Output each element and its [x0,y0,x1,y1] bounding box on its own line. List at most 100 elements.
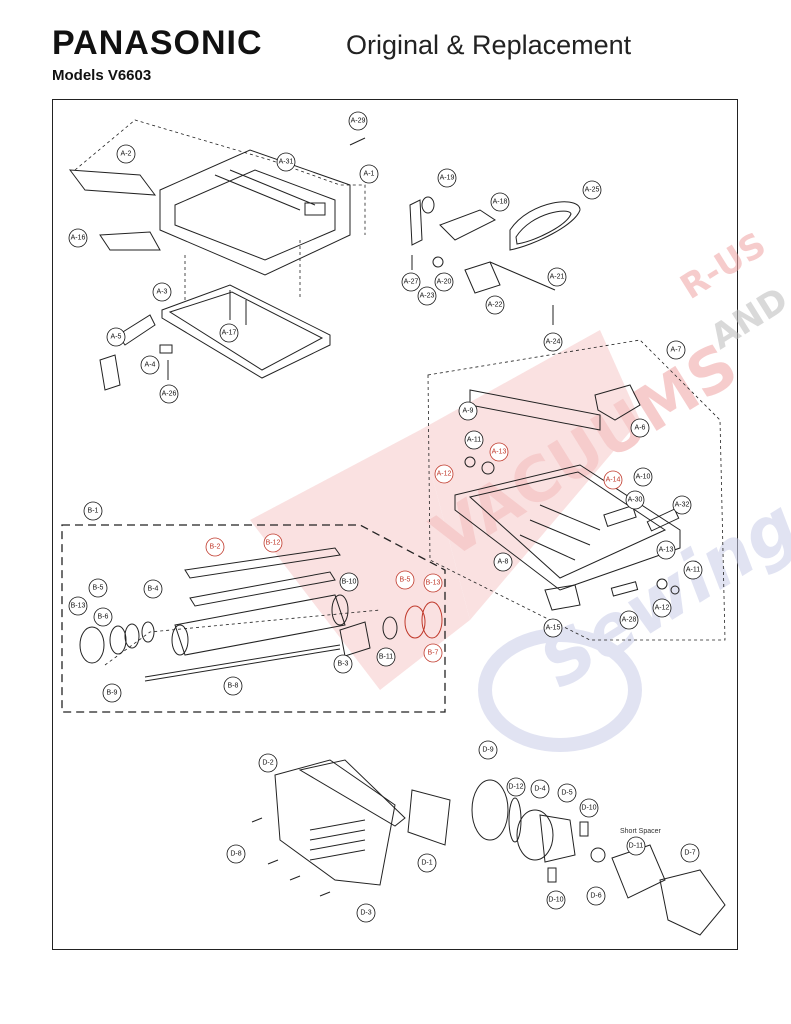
a32-pad-part [646,508,680,532]
callout-bubble [680,843,700,863]
top-cover-part [159,149,351,276]
a23-spring-part [432,256,444,268]
d2-seal-strip [298,759,406,827]
callout-b-12: B-12 [263,533,283,553]
callout-a-18: A-18 [490,192,510,212]
callout-label: B-3 [338,661,349,668]
callout-a-26: A-26 [159,384,179,404]
a29-pin-part [349,137,366,146]
callout-label: B-12 [266,540,281,547]
callout-bubble [140,355,160,375]
callout-a-12b: A-12 [652,598,672,618]
callout-label: A-13 [659,547,674,554]
callout-label: A-14 [606,477,621,484]
callout-bubble [417,286,437,306]
callout-bubble [423,643,443,663]
callout-b-2: B-2 [205,537,225,557]
callout-bubble [152,282,172,302]
a21-rod-part [489,261,556,291]
callout-a-27: A-27 [401,272,421,292]
b13-end-cap-right [421,601,443,639]
callout-bubble [417,853,437,873]
callout-label: D-12 [508,784,523,791]
callout-label: A-10 [636,474,651,481]
callout-bubble [485,295,505,315]
callout-bubble [93,607,113,627]
a11-screw-right [670,585,680,595]
callout-bubble [603,470,623,490]
callout-label: D-3 [360,910,371,917]
short-spacer-note: Short Spacer [620,828,662,835]
callout-a-5: A-5 [106,327,126,347]
callout-label: B-5 [93,585,104,592]
a3-bumper-part [161,284,331,379]
a8-slots [519,504,601,561]
callout-label: A-11 [467,437,481,444]
callout-bubble [506,777,526,797]
callout-d-9: D-9 [478,740,498,760]
callout-a-1: A-1 [359,164,379,184]
callout-label: D-7 [684,850,695,857]
callout-bubble [490,192,510,212]
callout-label: B-4 [148,586,159,593]
callout-d-10: D-10 [579,798,599,818]
d3-grille-lines [309,819,366,861]
callout-label: A-21 [550,274,565,281]
callout-bubble [493,552,513,572]
callout-a-31: A-31 [276,152,296,172]
callout-label: B-1 [88,508,99,515]
callout-label: A-15 [546,625,561,632]
callout-b-4: B-4 [143,579,163,599]
callout-bubble [83,501,103,521]
callout-a-9: A-9 [458,401,478,421]
callout-bubble [546,890,566,910]
callout-bubble [88,578,108,598]
callout-label: D-6 [590,893,601,900]
callout-label: A-20 [437,279,452,286]
b8-shaft-part [144,644,341,678]
b2-bristle-upper [184,547,341,579]
callout-bubble [395,570,415,590]
callout-label: A-26 [162,391,177,398]
callout-d-8: D-8 [226,844,246,864]
callout-d-3: D-3 [356,903,376,923]
callout-bubble [348,111,368,131]
switch-part [304,202,326,216]
callout-label: B-2 [210,544,221,551]
callout-b-8: B-8 [223,676,243,696]
callout-bubble [434,464,454,484]
callout-label: D-10 [581,805,596,812]
callout-a-17: A-17 [219,323,239,343]
callout-a-19: A-19 [437,168,457,188]
callout-label: A-4 [145,362,156,369]
d8-screw-3 [289,875,301,881]
callout-a-13: A-13 [489,442,509,462]
callout-label: A-3 [157,289,168,296]
callout-a-11: A-11 [464,430,484,450]
callout-bubble [102,683,122,703]
a19-knob-part [421,196,435,214]
callout-a-10: A-10 [633,467,653,487]
callout-bubble [434,272,454,292]
callout-d-1: D-1 [417,853,437,873]
callout-bubble [478,740,498,760]
callout-label: A-12 [655,605,670,612]
callout-bubble [258,753,278,773]
b11-bearing-right [382,616,398,640]
callout-label: A-32 [675,502,690,509]
motor-group: Short Spacer [251,759,726,936]
callout-a-3: A-3 [152,282,172,302]
brushroll-group [61,524,446,713]
d3-motor-housing [274,759,396,886]
callout-label: B-6 [98,614,109,621]
callout-label: A-9 [463,408,474,415]
d6-spacer-part [590,847,606,863]
callout-label: A-22 [488,302,503,309]
a12-washer-left [481,461,495,475]
callout-a-28: A-28 [619,610,639,630]
callout-label: D-2 [262,760,273,767]
callout-bubble [356,903,376,923]
callout-label: A-19 [440,175,455,182]
callout-bubble [586,886,606,906]
callout-a-2: A-2 [116,144,136,164]
